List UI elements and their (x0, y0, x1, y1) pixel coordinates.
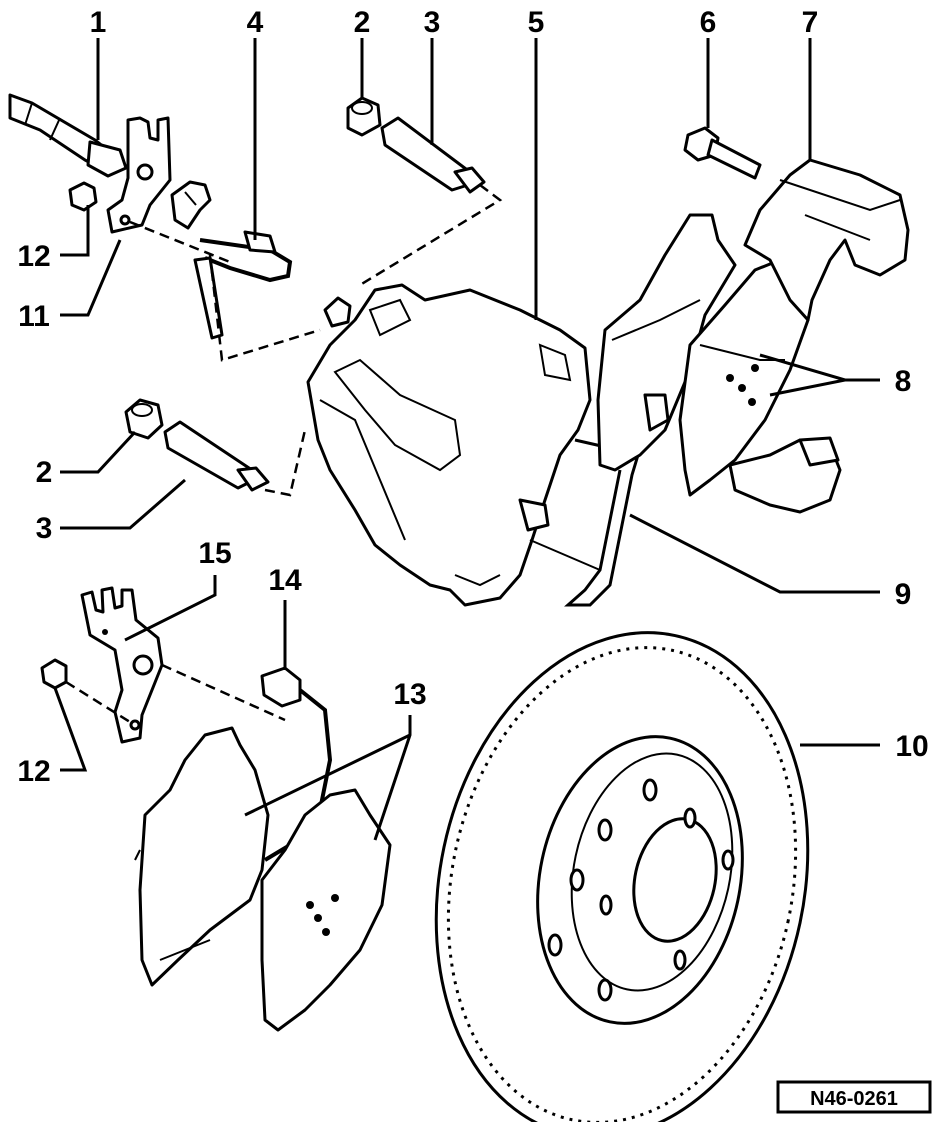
caliper-carrier-lower (728, 436, 842, 514)
retaining-clip (170, 180, 212, 230)
brake-pad-outer-left (596, 213, 737, 472)
brake-pad-inner-left (134, 726, 270, 987)
callout-2-lower: 2 (36, 456, 53, 489)
reference-code-box: N46-0261 (776, 1080, 932, 1114)
callout-12-lower: 12 (17, 755, 50, 788)
callout-labels: 1 2 2 3 3 4 5 6 7 8 9 10 11 12 12 13 14 … (17, 6, 928, 788)
bolt-upper (68, 181, 98, 212)
assembly-line-pin-top (359, 184, 503, 287)
bolt-lower (40, 658, 68, 690)
callout-11: 11 (18, 300, 50, 333)
caliper-housing (306, 283, 601, 607)
callout-4: 4 (247, 6, 264, 39)
callout-9: 9 (895, 578, 912, 611)
callout-2-upper: 2 (354, 6, 371, 39)
callout-3-upper: 3 (424, 6, 441, 39)
callout-3-lower: 3 (36, 512, 53, 545)
carrier-bolt (683, 126, 762, 180)
brake-disc (434, 631, 810, 1122)
callout-7: 7 (802, 6, 819, 39)
assembly-line-pin-lower (264, 429, 307, 497)
assembly-line-bracket (129, 220, 231, 264)
guide-pin-lower (163, 420, 270, 492)
callout-15: 15 (198, 537, 231, 570)
callout-5: 5 (528, 6, 545, 39)
brake-hose (8, 93, 128, 178)
reference-code: N46-0261 (810, 1088, 898, 1110)
callout-12-upper: 12 (17, 240, 50, 273)
leader-lines (53, 38, 880, 841)
guide-pin-cap-upper (346, 96, 382, 137)
guide-pin-upper (380, 116, 486, 194)
hose-bracket-lower (80, 586, 164, 744)
callout-8: 8 (895, 365, 912, 398)
callout-10: 10 (895, 730, 928, 763)
brake-pad-inner-right (260, 788, 392, 1032)
callout-1: 1 (90, 6, 107, 39)
caliper-carrier (743, 158, 910, 322)
wear-indicator-wire (193, 230, 293, 340)
callout-14: 14 (268, 564, 302, 597)
assembly-line-wire (208, 254, 321, 362)
guide-pin-cap-lower (124, 398, 164, 440)
callout-6: 6 (700, 6, 717, 39)
callout-13: 13 (393, 678, 426, 711)
assembly-line-bolt-lower (65, 680, 131, 724)
hose-bracket-upper (106, 116, 172, 234)
